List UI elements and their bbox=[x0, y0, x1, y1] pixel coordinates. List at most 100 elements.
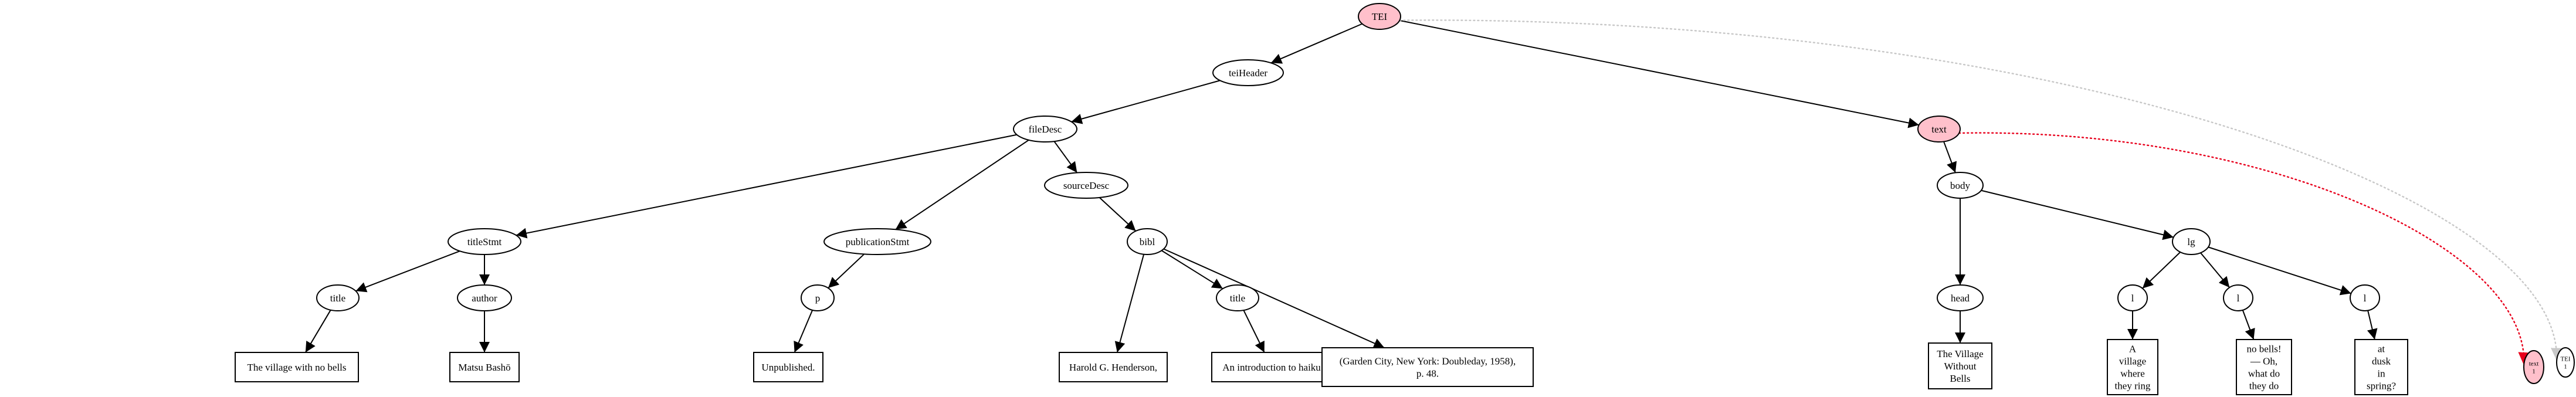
edge-title2-to-tv5 bbox=[1243, 310, 1265, 353]
edge-bibl-to-title2 bbox=[1161, 250, 1223, 290]
node-label: text bbox=[1931, 124, 1947, 135]
node-ellipse bbox=[2350, 284, 2380, 311]
node-label: lg bbox=[2187, 236, 2195, 247]
node-label: publicationStmt bbox=[846, 236, 910, 247]
node-teiheader: teiHeader bbox=[1212, 59, 1284, 86]
node-lg: lg bbox=[2172, 228, 2211, 255]
node-box bbox=[2107, 339, 2158, 395]
node-box bbox=[1321, 347, 1534, 387]
node-label: bibl bbox=[1140, 236, 1155, 247]
edge-filedesc-to-titlestmt bbox=[516, 134, 1017, 239]
node-label: titleStmt bbox=[467, 236, 502, 247]
edge-bibl-to-tv4 bbox=[1114, 254, 1145, 353]
node-label: l bbox=[2131, 293, 2134, 304]
node-tei: TEI bbox=[1358, 3, 1401, 30]
node-box bbox=[2236, 339, 2292, 395]
node-bibl: bibl bbox=[1127, 228, 1168, 255]
node-label: head bbox=[1951, 293, 1970, 304]
edge-title1-to-tv1 bbox=[304, 310, 331, 353]
edge-l3-to-tv10 bbox=[2367, 310, 2378, 340]
edge-tei-to-teiheader bbox=[1270, 23, 1362, 64]
node-title1: title bbox=[316, 284, 360, 311]
node-title2: title bbox=[1216, 284, 1259, 311]
node-label: sourceDesc bbox=[1063, 180, 1110, 191]
node-label: author bbox=[472, 293, 497, 304]
edge-sourcedesc-to-bibl bbox=[1099, 197, 1137, 232]
edges-layer bbox=[304, 19, 2564, 366]
edge-filedesc-to-sourcedesc bbox=[1053, 141, 1078, 174]
node-box bbox=[1928, 342, 1992, 389]
node-ellipse bbox=[448, 228, 521, 255]
node-text: text bbox=[1917, 116, 1961, 142]
edge-text-to-body bbox=[1943, 141, 1957, 173]
node-body: body bbox=[1937, 172, 1984, 199]
edge-bibl-to-tv6 bbox=[1163, 248, 1385, 348]
edge-p-to-tv3 bbox=[794, 310, 814, 353]
edge-teiheader-to-filedesc bbox=[1071, 80, 1221, 124]
node-ellipse bbox=[2523, 350, 2544, 384]
node-tv6: (Garden City, New York: Doubleday, 1958)… bbox=[1321, 347, 1534, 387]
node-tv2: Matsu Bashō bbox=[449, 352, 520, 382]
edge-text-to-textref bbox=[1958, 132, 2531, 366]
node-author: author bbox=[457, 284, 512, 311]
node-label: l bbox=[2237, 293, 2240, 304]
node-label: fileDesc bbox=[1029, 124, 1062, 135]
node-label: An introduction to haiku bbox=[1222, 362, 1321, 373]
node-label: p bbox=[815, 293, 821, 304]
node-label: (Garden City, New York: Doubleday, 1958)… bbox=[1340, 355, 1516, 379]
edge-lg-to-l3 bbox=[2208, 246, 2351, 296]
node-label: Matsu Bashō bbox=[458, 362, 510, 373]
node-l1: l bbox=[2117, 284, 2148, 311]
node-label: l bbox=[2364, 293, 2367, 304]
edge-tei-to-teiref bbox=[1399, 19, 2564, 362]
edge-publicationstmt-to-p bbox=[828, 253, 865, 289]
edge-body-to-lg bbox=[1981, 189, 2174, 240]
edge-tei-to-text bbox=[1399, 19, 1920, 128]
node-ellipse bbox=[1937, 172, 1984, 199]
node-box bbox=[2354, 339, 2408, 395]
edge-lg-to-l1 bbox=[2142, 252, 2181, 289]
node-box bbox=[753, 352, 823, 382]
node-label: title bbox=[330, 293, 345, 304]
edge-lg-to-l2 bbox=[2200, 252, 2230, 288]
node-box bbox=[1211, 352, 1332, 382]
node-ellipse bbox=[1013, 116, 1077, 142]
node-sourcedesc: sourceDesc bbox=[1044, 172, 1128, 199]
node-l3: l bbox=[2350, 284, 2380, 311]
node-box bbox=[449, 352, 520, 382]
node-box bbox=[235, 352, 359, 382]
node-ellipse bbox=[823, 228, 931, 255]
edge-filedesc-to-publicationstmt bbox=[895, 139, 1029, 230]
node-label: Harold G. Henderson, bbox=[1069, 362, 1157, 373]
nodes-layer: TEI teiHeader text fileDesc titleStmt publica… bbox=[235, 3, 2575, 395]
node-label: title bbox=[1230, 293, 1245, 304]
node-tv5: An introduction to haiku bbox=[1211, 352, 1332, 382]
node-titlestmt: titleStmt bbox=[448, 228, 521, 255]
node-box bbox=[1059, 352, 1168, 382]
node-ellipse bbox=[1216, 284, 1259, 311]
node-tv1: The village with no bells bbox=[235, 352, 359, 382]
node-ellipse bbox=[1937, 284, 1984, 311]
edge-titlestmt-to-title1 bbox=[355, 250, 460, 293]
node-ellipse bbox=[801, 284, 835, 311]
node-label: TEI bbox=[1372, 11, 1388, 22]
node-label: body bbox=[1950, 180, 1971, 191]
node-l2: l bbox=[2223, 284, 2253, 311]
node-ellipse bbox=[1358, 3, 1401, 30]
node-ellipse bbox=[1917, 116, 1961, 142]
node-ellipse bbox=[2172, 228, 2211, 255]
node-ellipse bbox=[2117, 284, 2148, 311]
node-label: Unpublished. bbox=[761, 362, 815, 373]
node-ellipse bbox=[2556, 347, 2575, 378]
node-label: teiHeader bbox=[1229, 67, 1267, 79]
